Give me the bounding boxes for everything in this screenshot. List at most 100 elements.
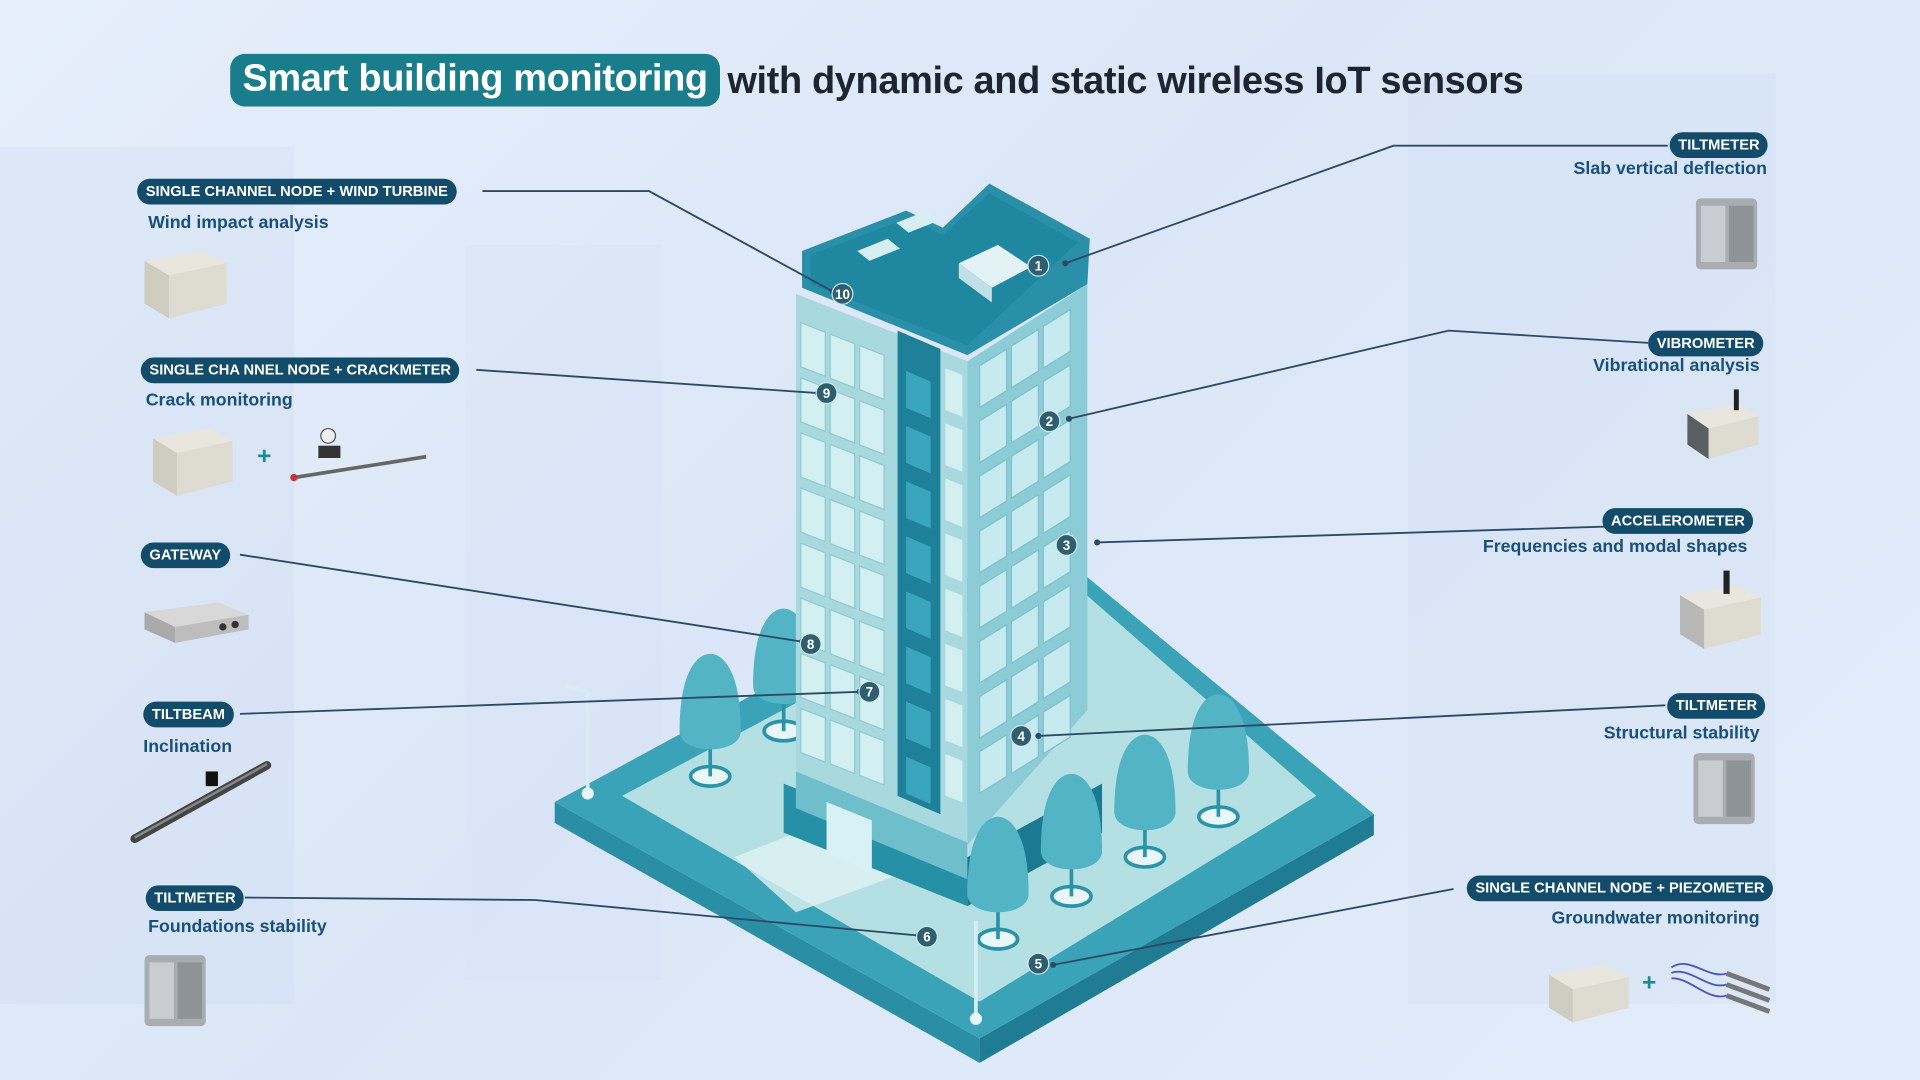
wireless-node-icon	[153, 428, 233, 496]
sensor-badge-crackmeter: SINGLE CHA NNEL NODE + CRACKMETER	[140, 357, 460, 384]
window	[829, 388, 856, 444]
lamp-post	[969, 920, 983, 1025]
leader-line	[244, 896, 919, 937]
window	[906, 536, 931, 584]
sensor-subtitle-crack: Crack monitoring	[145, 390, 293, 411]
window	[945, 754, 963, 803]
leader-lines	[239, 144, 1668, 968]
window	[800, 432, 826, 488]
leader-line	[482, 190, 834, 293]
sensor-marker[interactable]: 5	[1027, 952, 1050, 975]
sensor-marker[interactable]: 6	[915, 925, 938, 948]
crackmeter-icon	[290, 427, 427, 482]
window	[906, 591, 931, 639]
title-rest: with dynamic and static wireless IoT sen…	[727, 58, 1524, 102]
accelerometer-icon	[1680, 570, 1761, 649]
marker-number: 5	[1035, 957, 1043, 972]
window	[945, 698, 963, 748]
sensor-marker[interactable]: 3	[1055, 533, 1078, 556]
window	[800, 542, 826, 598]
wireless-node-icon	[144, 251, 227, 319]
sensor-marker[interactable]: 9	[815, 382, 838, 405]
sensor-marker[interactable]: 4	[1010, 724, 1033, 747]
window	[829, 443, 856, 499]
sensor-subtitle-groundwater: Groundwater monitoring	[1551, 908, 1760, 929]
leader-line	[1097, 525, 1607, 544]
sensor-marker[interactable]: 8	[799, 633, 822, 656]
window	[978, 733, 1008, 795]
window	[978, 348, 1008, 409]
leader-line	[1068, 329, 1649, 420]
sensor-badge-wind-turbine: SINGLE CHANNEL NODE + WIND TURBINE	[137, 178, 457, 205]
window	[906, 701, 931, 749]
window	[858, 454, 885, 511]
vibrometer-icon	[1687, 389, 1759, 460]
window	[1010, 328, 1039, 389]
marker-number: 1	[1035, 259, 1043, 274]
window	[858, 399, 885, 456]
window	[858, 510, 885, 566]
title-highlight: Smart building monitoring	[230, 53, 720, 107]
rooftop-unit	[857, 238, 901, 261]
window	[1010, 658, 1039, 720]
window	[945, 588, 963, 638]
window	[1042, 363, 1071, 425]
tiltmeter-icon	[144, 955, 206, 1027]
sensor-badge-tiltmeter-structural: TILTMETER	[1667, 693, 1766, 719]
window	[1010, 603, 1039, 665]
leader-line	[239, 553, 803, 643]
window	[906, 371, 931, 419]
plus-sign: +	[1642, 969, 1657, 997]
tiltbeam-icon	[130, 761, 272, 844]
tree	[1040, 773, 1103, 908]
sensor-marker[interactable]: 2	[1038, 410, 1061, 433]
window	[906, 646, 931, 694]
tiltmeter-icon	[1695, 198, 1758, 270]
sensor-badge-tiltmeter-foundations: TILTMETER	[145, 885, 245, 912]
leader-line	[1038, 704, 1666, 737]
marker-number: 9	[823, 386, 830, 401]
window	[1042, 639, 1071, 700]
window	[906, 756, 931, 805]
window	[978, 678, 1008, 740]
leader-line	[239, 690, 860, 715]
window	[1010, 438, 1039, 500]
tiltmeter-icon	[1693, 753, 1755, 825]
tree	[1114, 734, 1176, 869]
window	[978, 458, 1008, 519]
window	[829, 498, 856, 555]
window	[800, 321, 826, 378]
piezometer-icon	[1670, 962, 1771, 1014]
lamp-post	[565, 683, 594, 800]
window	[978, 513, 1008, 574]
window	[945, 533, 963, 582]
sensor-marker[interactable]: 7	[858, 680, 881, 703]
window	[1042, 308, 1071, 370]
window	[1010, 548, 1039, 610]
marker-number: 6	[923, 930, 930, 945]
sensor-badge-tiltbeam: TILTBEAM	[143, 701, 234, 728]
sensor-badge-vibrometer: VIBROMETER	[1648, 330, 1764, 357]
marker-number: 8	[807, 637, 815, 652]
sensor-subtitle-slab: Slab vertical deflection	[1573, 159, 1767, 179]
sensor-badge-gateway: GATEWAY	[140, 542, 230, 569]
window	[978, 403, 1008, 464]
sensor-marker[interactable]: 10	[831, 282, 854, 305]
window	[858, 730, 885, 786]
marker-number: 4	[1017, 729, 1025, 744]
sensor-marker[interactable]: 1	[1027, 254, 1050, 277]
tree	[679, 653, 741, 788]
sensor-subtitle-inclination: Inclination	[143, 737, 233, 757]
sensor-subtitle-frequencies: Frequencies and modal shapes	[1482, 537, 1748, 558]
window	[945, 643, 963, 693]
sensor-badge-piezometer: SINGLE CHANNEL NODE + PIEZOMETER	[1466, 875, 1774, 902]
window	[1042, 694, 1071, 755]
sensor-subtitle-vibrational: Vibrational analysis	[1593, 356, 1760, 376]
wireless-node-icon	[1548, 964, 1629, 1023]
marker-number: 7	[866, 685, 873, 700]
window	[858, 344, 885, 401]
entrance-door	[826, 802, 872, 872]
window	[858, 620, 885, 676]
rooftop-unit	[958, 244, 1032, 288]
